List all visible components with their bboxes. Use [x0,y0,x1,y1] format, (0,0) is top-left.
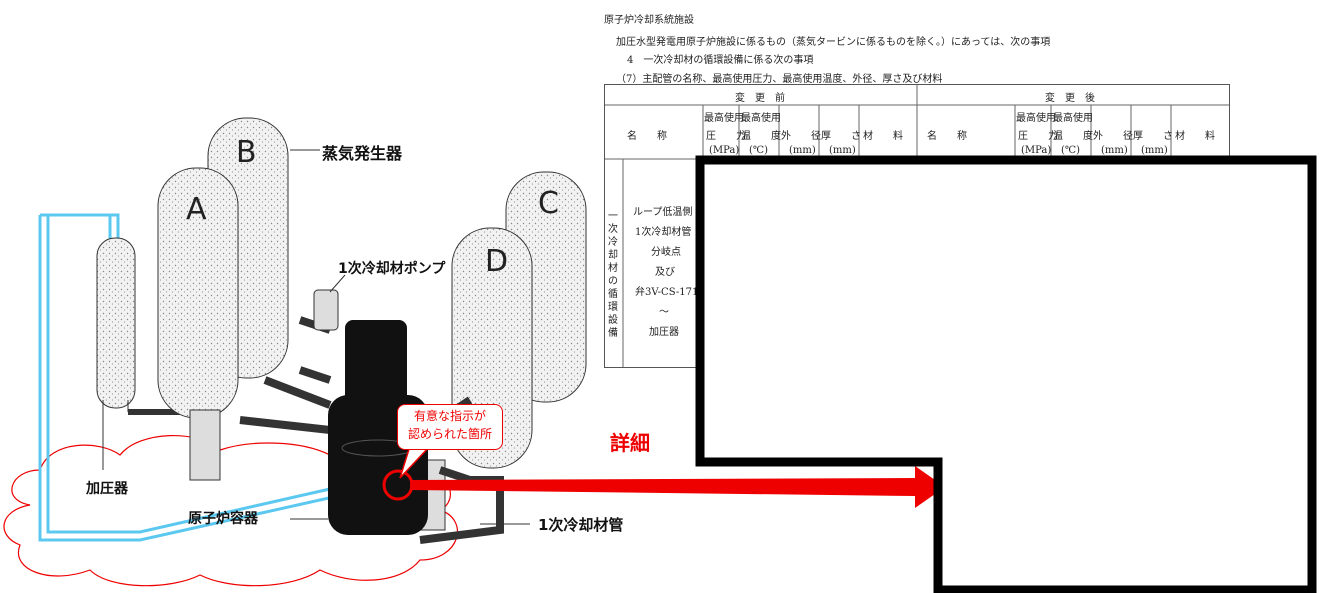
row-name-line-6: ～ [659,307,669,318]
col-temp-after-2: 温 度 [1053,131,1093,142]
col-od-before-unit: (mm) [789,145,816,156]
row-name-line-1: ループ低温側 [633,207,693,218]
col-pressure-before-1: 最高使用 [704,113,744,124]
document-line-3: （7）主配管の名称、最高使用圧力、最高使用温度、外径、厚さ及び材料 [616,74,943,85]
row-name-line-4: 及び [655,267,675,278]
callout-pointer [399,445,431,479]
steam-generator-label: 蒸気発生器 [322,144,403,163]
col-pressure-before-3: (MPa) [709,145,740,156]
detail-label: 詳細 [610,431,650,455]
pump-leader [329,274,346,293]
callout-line-1: 有意な指示が [413,409,486,423]
pump-label: 1次冷却材ポンプ [338,261,446,277]
section-title: 原子炉冷却系統施設 [604,15,694,26]
col-pressure-after-2: 圧 力 [1018,131,1058,142]
document-line-2: 4 一次冷却材の循環設備に係る次の事項 [627,55,814,66]
col-temp-after-3: (℃) [1061,145,1080,156]
indication-callout: 有意な指示が 認められた箇所 [397,404,503,450]
col-thk-before: 厚 さ [821,131,861,142]
coolant-pump [313,289,339,331]
pipe-label: 1次冷却材管 [538,516,624,534]
col-temp-before-3: (℃) [749,145,768,156]
header-before: 変 更 前 [735,93,785,104]
col-mat-before: 材 料 [863,131,903,142]
col-pressure-after-1: 最高使用 [1016,113,1056,124]
vessel-label: 原子炉容器 [188,511,258,527]
sg-letter-b: B [236,135,257,170]
col-pressure-after-3: (MPa) [1021,145,1052,156]
sg-letter-a: A [186,192,207,227]
redaction-box [695,155,1317,593]
col-mat-after: 材 料 [1175,131,1215,142]
header-after: 変 更 後 [1045,93,1095,104]
col-name-after: 名 称 [927,131,967,142]
row-name-line-2: 1次冷却材管 [635,227,692,238]
sg-letter-d: D [485,244,509,279]
col-thk-after: 厚 さ [1133,131,1173,142]
col-name-before: 名 称 [627,131,667,142]
callout-line-2: 認められた箇所 [407,427,492,441]
sg-letter-c: C [538,186,559,221]
col-od-before: 外 径 [781,131,821,142]
col-temp-before-2: 温 度 [741,131,781,142]
blue-pipe [38,213,411,542]
col-temp-after-1: 最高使用 [1053,113,1093,124]
row-group-label: 一次冷却材の循環設備 [608,211,618,339]
col-temp-before-1: 最高使用 [741,113,781,124]
detail-arrow [410,466,945,508]
col-pressure-before-2: 圧 力 [706,131,746,142]
row-name-line-3: 分岐点 [651,247,681,258]
col-thk-after-unit: (mm) [1141,145,1168,156]
row-name-line-7: 加圧器 [649,327,679,338]
pressurizer-label: 加圧器 [86,481,128,497]
col-od-after: 外 径 [1093,131,1133,142]
document-line-1: 加圧水型発電用原子炉施設に係るもの（蒸気タービンに係るものを除く。）にあっては、… [616,37,1051,48]
steam-generator-a [157,167,239,481]
row-name-line-5: 弁3V-CS-171 [635,287,699,298]
col-thk-before-unit: (mm) [829,145,856,156]
col-od-after-unit: (mm) [1101,145,1128,156]
